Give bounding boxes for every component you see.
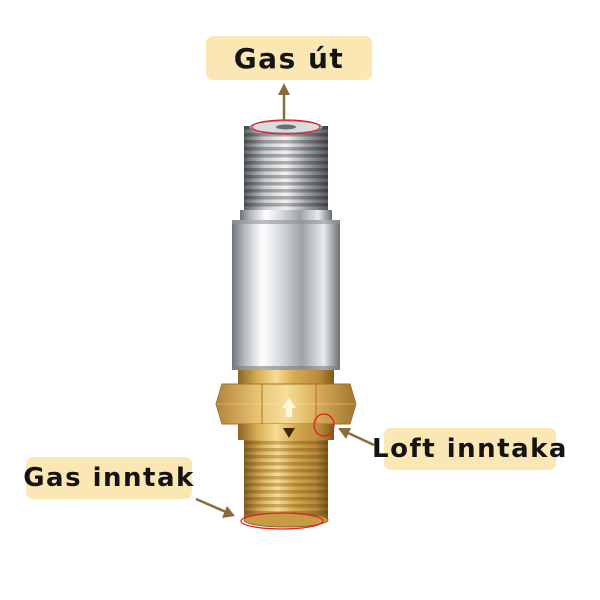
- air-intake-label: Loft inntaka: [372, 428, 566, 470]
- inlet-highlight-ring: [240, 512, 324, 530]
- gas-outlet-label: Gas út: [206, 36, 372, 80]
- outlet-thread: [244, 120, 328, 212]
- brass-collar: [238, 370, 334, 384]
- inlet-thread: [243, 440, 329, 528]
- air-intake-arrow: [338, 428, 375, 447]
- inlet-arrow: [195, 497, 235, 518]
- outlet-neck: [240, 210, 332, 222]
- chrome-body: [232, 220, 340, 370]
- outlet-arrow: [278, 83, 290, 121]
- up-arrow-icon: [282, 398, 296, 417]
- gas-inlet-label: Gas inntak: [23, 457, 193, 499]
- air-intake-collar: [238, 424, 334, 440]
- air-intake-highlight-ring: [313, 413, 335, 437]
- outlet-highlight-ring: [251, 119, 321, 135]
